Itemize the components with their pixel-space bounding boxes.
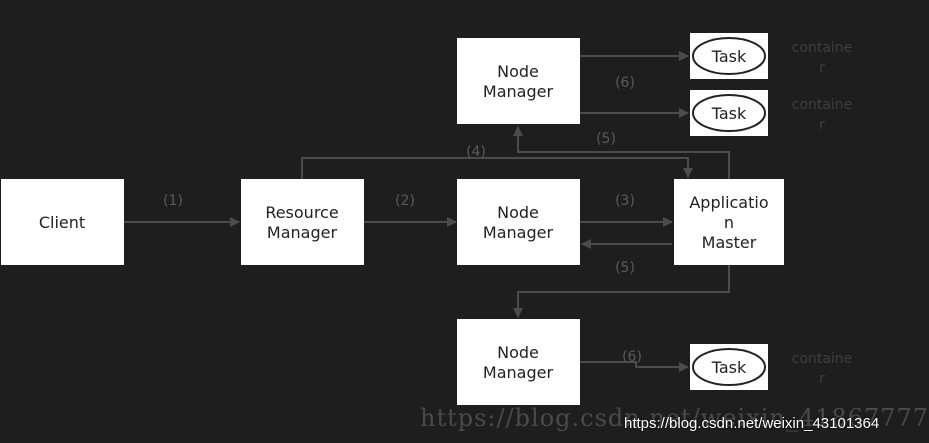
node-label: Manager: [483, 82, 554, 101]
container-label: r: [819, 60, 825, 76]
edge-label: (6): [615, 75, 635, 91]
edge-label: (5): [596, 131, 616, 147]
edge-label: (2): [395, 193, 415, 209]
edge-label: (6): [622, 349, 642, 365]
node-label: Manager: [267, 223, 338, 242]
node-label: Manager: [483, 223, 554, 242]
node-client: Client: [1, 179, 124, 265]
node-application-master: Applicatio n Master: [674, 179, 784, 265]
edge-label: (4): [466, 144, 486, 160]
container-label: r: [819, 371, 825, 387]
task-label: Task: [711, 104, 747, 123]
node-label: Node: [497, 62, 539, 81]
task-container-3: Task containe r: [690, 344, 852, 390]
edge-label: (1): [163, 193, 183, 209]
edge-am-to-nm-bottom: [513, 265, 730, 318]
task-ellipse: [692, 94, 766, 132]
edge-label: (5): [615, 260, 635, 276]
task-label: Task: [711, 47, 747, 66]
container-label: containe: [792, 97, 853, 113]
node-resource-manager: Resource Manager: [241, 179, 364, 265]
watermark-bright: https://blog.csdn.net/weixin_43101364: [624, 415, 880, 432]
watermark-faint: https://blog.csdn.net/weixin_41867777: [420, 404, 929, 432]
task-container-2: Task containe r: [690, 90, 852, 136]
node-label: Applicatio: [689, 193, 768, 212]
edge-rm-am-loop: [301, 157, 693, 179]
task-container-1: Task containe r: [690, 33, 852, 79]
yarn-diagram: (1) (2) (3) (4) (5) (5) (6) (6) Client R…: [1, 33, 852, 405]
container-label: r: [819, 117, 825, 133]
node-node-manager-bottom: Node Manager: [457, 319, 580, 405]
node-label: Manager: [483, 363, 554, 382]
node-label: n: [724, 213, 734, 232]
container-label: containe: [792, 351, 853, 367]
node-node-manager-top: Node Manager: [457, 38, 580, 124]
node-label: Resource: [265, 203, 338, 222]
edge-nm-bottom-to-task-3: [580, 361, 689, 372]
edge-am-to-nm-top: [513, 126, 730, 179]
container-label: containe: [792, 40, 853, 56]
task-ellipse: [692, 37, 766, 75]
task-label: Task: [711, 358, 747, 377]
node-label: Node: [497, 203, 539, 222]
node-label: Master: [702, 233, 757, 252]
node-label: Node: [497, 343, 539, 362]
task-ellipse: [692, 348, 766, 386]
node-label: Client: [39, 213, 85, 232]
node-node-manager-middle: Node Manager: [457, 179, 580, 265]
edge-label: (3): [615, 193, 635, 209]
